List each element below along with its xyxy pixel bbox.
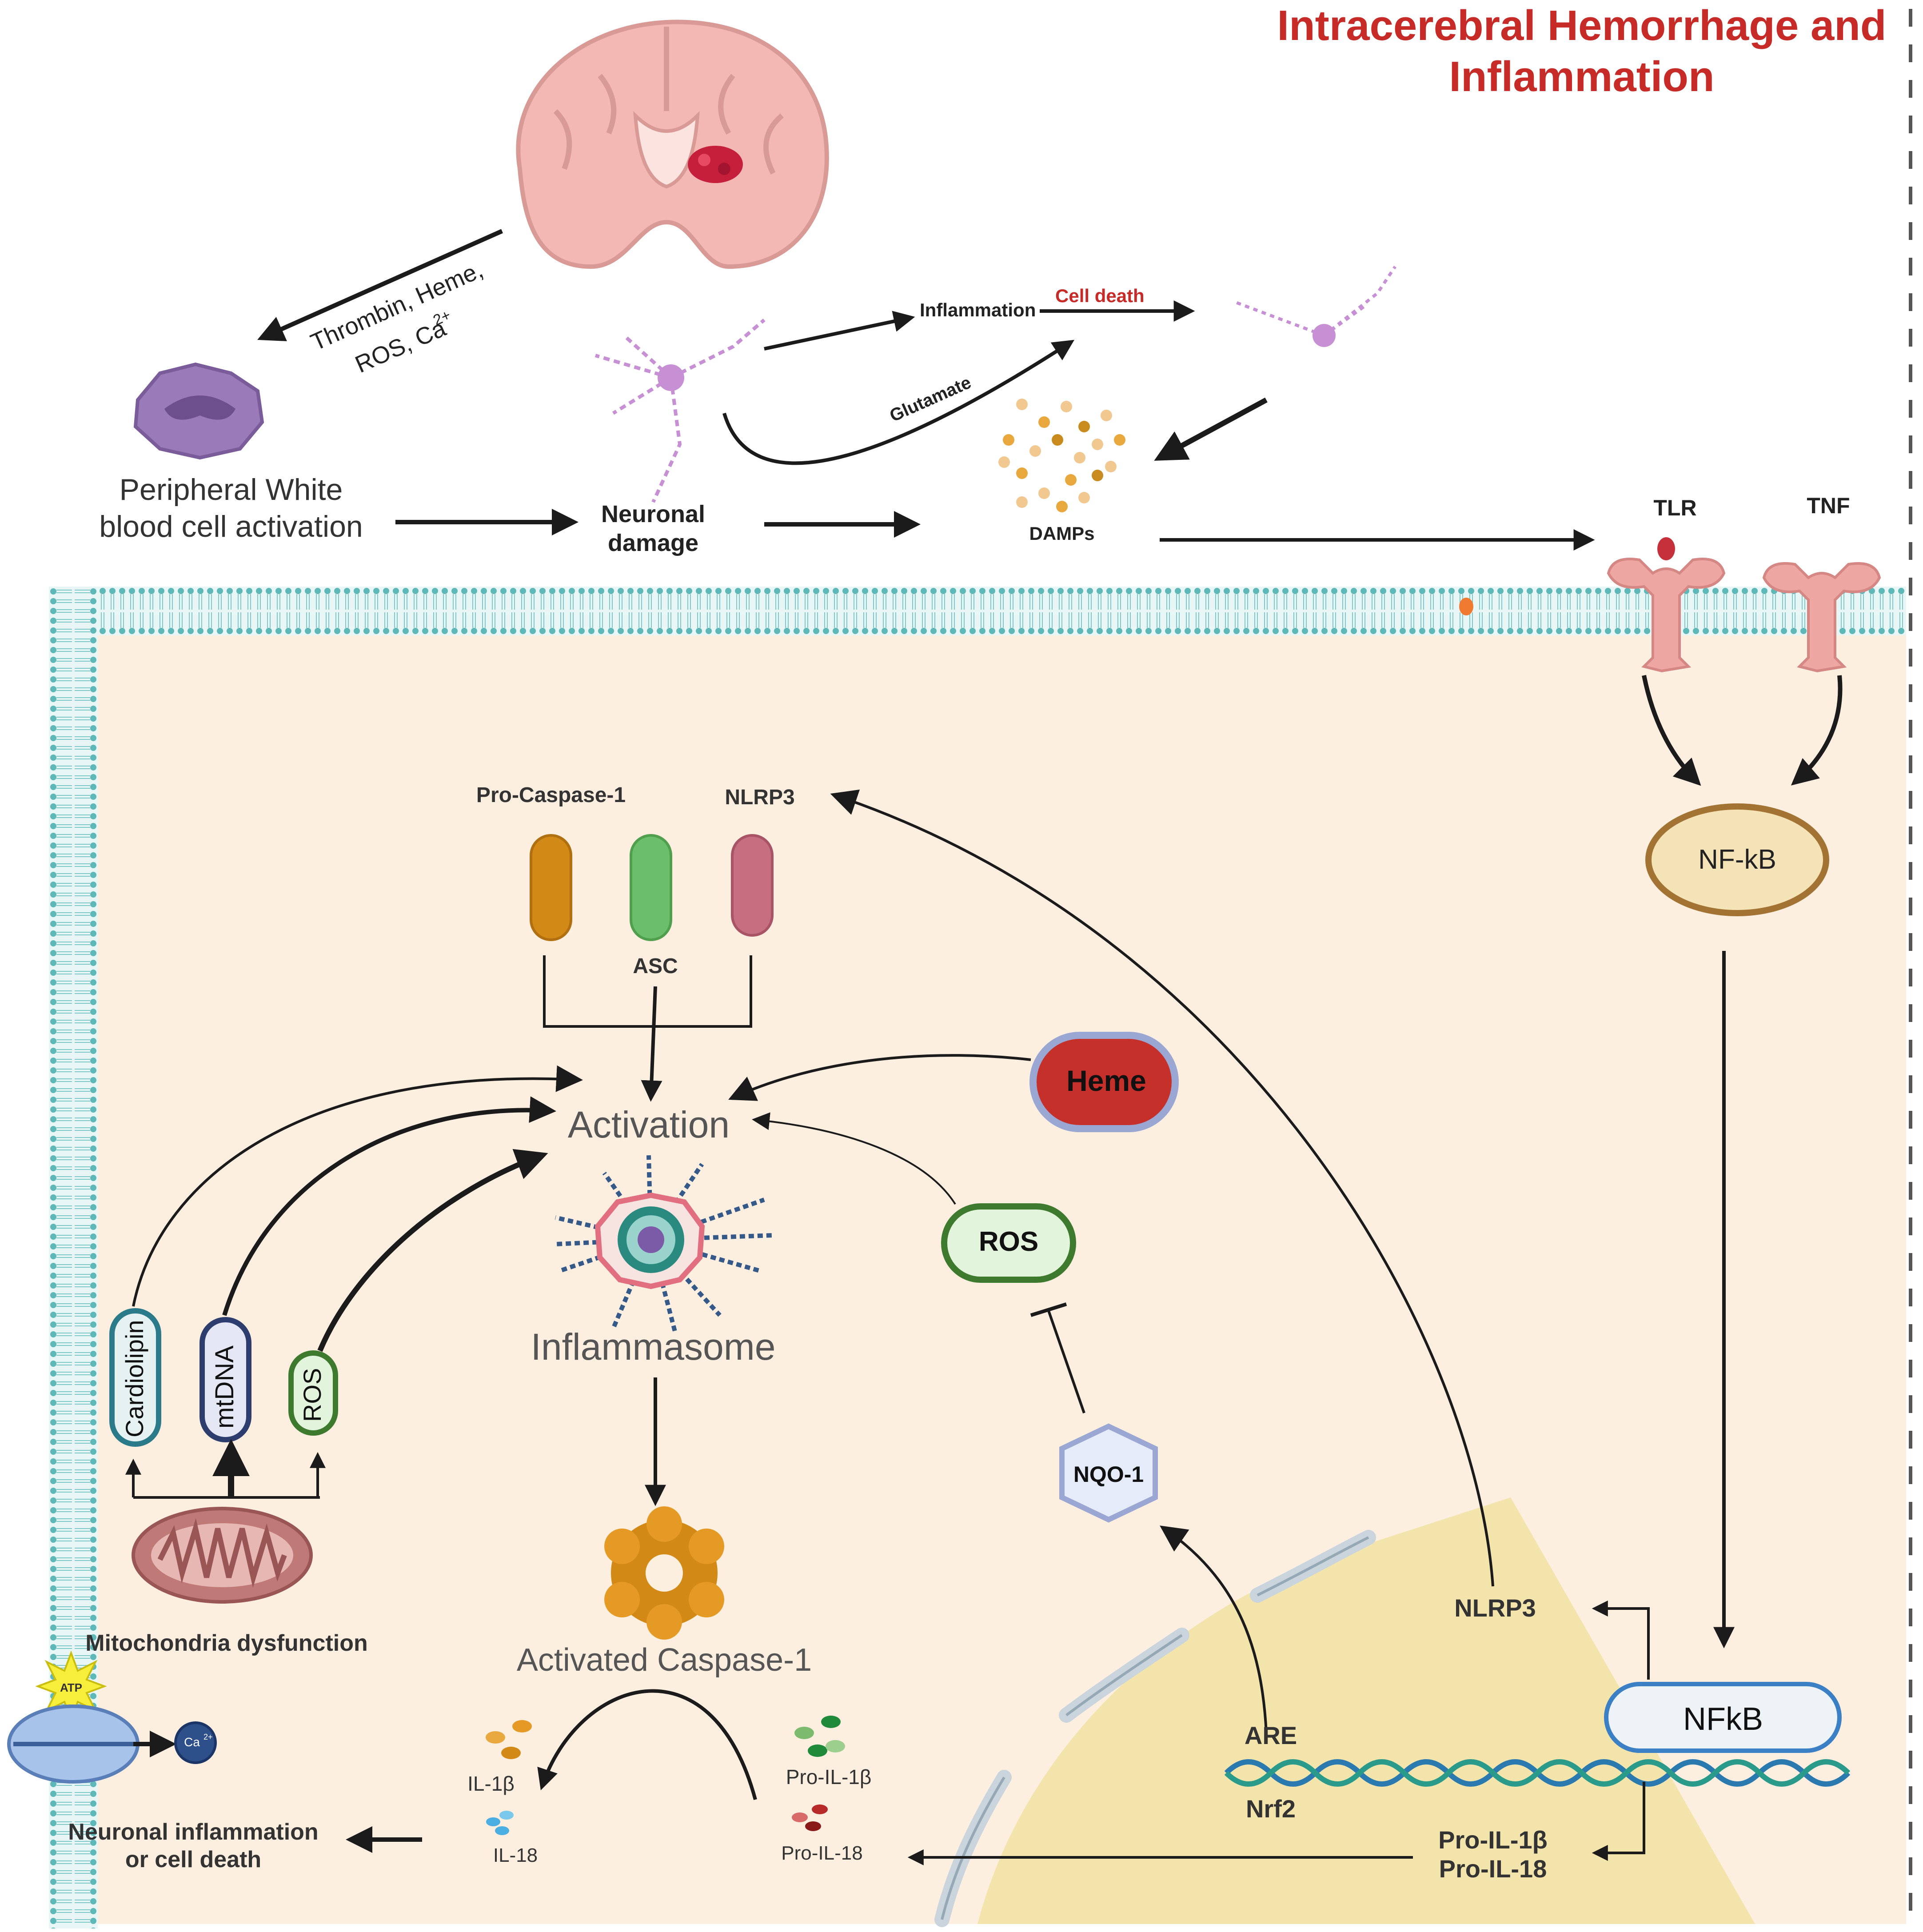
nlrp3-pill xyxy=(731,834,774,937)
ros-right-label: ROS xyxy=(979,1226,1038,1257)
arrow-glutamate xyxy=(722,339,1075,465)
nfkb-top-label: NF-kB xyxy=(1698,844,1776,875)
bracket-components xyxy=(543,955,752,1028)
ros-left-label: ROS xyxy=(298,1368,326,1422)
il1b-label: IL-1β xyxy=(467,1772,515,1795)
arrow-tlr-to-nfkb xyxy=(1642,675,1701,786)
il18-particles xyxy=(486,1811,514,1835)
activated-caspase-label: Activated Caspase-1 xyxy=(517,1642,812,1678)
mitochondrion-icon xyxy=(132,1507,313,1604)
pro-caspase-pill xyxy=(530,834,572,941)
ca-label: Ca xyxy=(184,1735,200,1749)
asc-label: ASC xyxy=(633,954,678,978)
mtdna-label: mtDNA xyxy=(210,1345,239,1429)
pro-il18-label: Pro-IL-18 xyxy=(781,1842,862,1864)
dead-neuron-icon xyxy=(1234,266,1396,337)
activation-label: Activation xyxy=(568,1104,730,1146)
mito-dysfunction-label: Mitochondria dysfunction xyxy=(85,1630,368,1656)
il18-label: IL-18 xyxy=(493,1844,538,1866)
nlrp3-top-label: NLRP3 xyxy=(725,786,794,809)
pro-il1b-bold-label: Pro-IL-1β xyxy=(1438,1826,1548,1854)
pwbc-label-1: Peripheral White xyxy=(120,473,343,507)
arrow-nfkb-to-nlrp3 xyxy=(1592,1601,1650,1680)
title-line1: Intracerebral Hemorrhage and xyxy=(1277,2,1886,49)
nfkb-top-node xyxy=(1645,803,1829,916)
pro-il18-bold-label: Pro-IL-18 xyxy=(1439,1855,1547,1883)
nfkb-nucleus-label: NFkB xyxy=(1683,1701,1763,1737)
nlrp3-nucleus-label: NLRP3 xyxy=(1454,1594,1536,1622)
arrow-mtdna xyxy=(222,1096,556,1316)
inflammation-label: Inflammation xyxy=(920,299,1036,320)
nqo1-label: NQO-1 xyxy=(1073,1462,1144,1487)
asc-pill xyxy=(630,834,672,941)
nqo1-node xyxy=(1059,1423,1158,1523)
arrow-tnf-to-nfkb xyxy=(1791,675,1843,786)
are-label: ARE xyxy=(1245,1721,1297,1749)
ca-sup: 2+ xyxy=(203,1732,213,1741)
arrow-nfkb-to-pro-il xyxy=(1592,1782,1645,1861)
arrow-ros-to-activation xyxy=(752,1112,956,1205)
nucleus xyxy=(977,1497,1755,1924)
activated-caspase-icon xyxy=(604,1506,724,1640)
nfkb-nucleus-node xyxy=(1604,1682,1842,1753)
pwbc-label-2: blood cell activation xyxy=(99,510,363,543)
brain-icon xyxy=(516,20,829,269)
pro-il1b-particles xyxy=(794,1716,845,1757)
arrow-are-to-nqo1 xyxy=(1160,1525,1268,1733)
arrow-caspase-cleavage xyxy=(537,1689,757,1800)
neuron-icon xyxy=(594,318,766,503)
neuronal-damage-2: damage xyxy=(608,530,698,556)
cell-death-label: Cell death xyxy=(1055,285,1145,306)
atp-label: ATP xyxy=(60,1681,82,1694)
tnf-label: TNF xyxy=(1807,493,1850,518)
arrow-nlrp3-to-pill xyxy=(830,789,1494,1587)
orange-particle xyxy=(1459,598,1473,615)
heme-label: Heme xyxy=(1066,1064,1146,1097)
tlr-ligand xyxy=(1657,537,1675,560)
pro-caspase-label: Pro-Caspase-1 xyxy=(476,783,626,807)
inflammasome-icon xyxy=(555,1155,774,1334)
ca-ion-icon xyxy=(174,1721,217,1764)
tlr-label: TLR xyxy=(1653,495,1696,520)
heme-node xyxy=(1029,1032,1179,1132)
title-line2: Inflammation xyxy=(1449,53,1714,100)
damps-label: DAMPs xyxy=(1029,523,1094,544)
arrow-to-inflammation xyxy=(764,311,915,351)
arrow-asc-to-activation xyxy=(641,986,662,1102)
ros-left-node xyxy=(288,1350,338,1436)
dna-helix-icon xyxy=(1224,1759,1851,1787)
pro-il1b-label: Pro-IL-1β xyxy=(786,1765,872,1788)
arrow-ros-left xyxy=(317,1149,548,1352)
arrow-cardiolipin xyxy=(132,1065,583,1307)
white-blood-cell-icon xyxy=(133,362,264,460)
ros-right-node xyxy=(941,1203,1076,1283)
arrow-heme-to-activation xyxy=(728,1054,1031,1101)
pro-il18-particles xyxy=(792,1804,828,1831)
neuronal-inflammation-1: Neuronal inflammation xyxy=(68,1819,318,1845)
damps-icon xyxy=(998,399,1125,512)
cardiolipin-node xyxy=(109,1308,161,1447)
cell-membrane-top xyxy=(53,587,1906,635)
inflammasome-label: Inflammasome xyxy=(531,1326,776,1368)
nrf2-label: Nrf2 xyxy=(1246,1795,1296,1823)
neuronal-inflammation-2: or cell death xyxy=(125,1847,261,1872)
glutamate-label: Glutamate xyxy=(887,372,974,426)
tlr-receptor-icon xyxy=(1607,558,1726,673)
arrow-dead-to-damps xyxy=(1154,397,1268,461)
tnf-receptor-icon xyxy=(1762,562,1881,673)
inhibit-bar xyxy=(1030,1302,1067,1317)
cardiolipin-label: Cardiolipin xyxy=(120,1320,148,1437)
neuron-body xyxy=(658,364,684,391)
arrow-brain-to-wbc xyxy=(257,229,503,341)
neuronal-damage-1: Neuronal xyxy=(601,501,705,527)
dead-neuron-body xyxy=(1313,324,1336,347)
inhibit-nqo1-ros xyxy=(1047,1310,1085,1413)
il1b-particles xyxy=(486,1720,532,1759)
